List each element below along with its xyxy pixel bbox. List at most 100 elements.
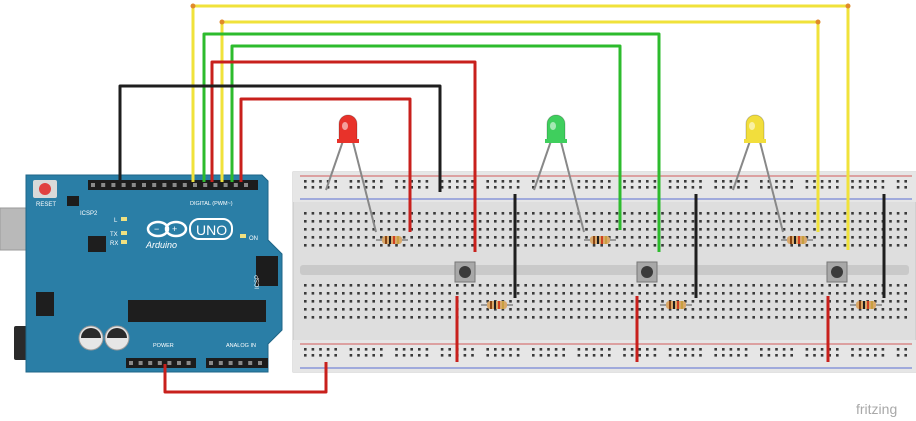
led-red <box>338 114 358 141</box>
rail-hole <box>699 186 702 189</box>
rail-hole <box>554 348 558 351</box>
terminal-hole <box>706 212 710 215</box>
terminal-hole <box>706 284 710 287</box>
rail-hole <box>729 180 733 183</box>
rail-hole <box>448 180 451 183</box>
rail-hole <box>813 348 816 351</box>
terminal-hole <box>418 244 421 247</box>
terminal-hole <box>813 220 816 223</box>
terminal-hole <box>304 300 307 303</box>
terminal-hole <box>623 236 626 239</box>
terminal-hole <box>646 220 649 223</box>
terminal-hole <box>904 212 907 215</box>
terminal-hole <box>326 300 330 303</box>
analog-label: ANALOG IN <box>226 343 256 349</box>
terminal-hole <box>668 236 672 239</box>
terminal-hole <box>585 244 588 247</box>
terminal-hole <box>805 220 809 223</box>
terminal-hole <box>304 292 307 295</box>
rail-hole <box>448 186 451 189</box>
wire-green-led2 <box>202 32 661 252</box>
resistor-band <box>597 236 599 244</box>
terminal-hole <box>395 212 398 215</box>
terminal-hole <box>630 308 634 311</box>
terminal-hole <box>881 308 885 311</box>
terminal-hole <box>433 212 436 215</box>
terminal-hole <box>813 212 816 215</box>
terminal-hole <box>402 300 406 303</box>
terminal-hole <box>387 300 391 303</box>
terminal-hole <box>668 316 672 319</box>
terminal-hole <box>668 212 672 215</box>
terminal-hole <box>866 292 869 295</box>
terminal-hole <box>608 316 611 319</box>
terminal-hole <box>676 308 679 311</box>
terminal-hole <box>509 300 512 303</box>
terminal-hole <box>364 236 368 239</box>
terminal-hole <box>372 244 375 247</box>
terminal-hole <box>646 284 649 287</box>
terminal-hole <box>380 316 383 319</box>
terminal-hole <box>319 220 322 223</box>
terminal-hole <box>782 300 786 303</box>
terminal-hole <box>782 292 786 295</box>
terminal-hole <box>630 236 634 239</box>
terminal-hole <box>364 316 368 319</box>
terminal-hole <box>554 316 558 319</box>
terminal-hole <box>760 236 763 239</box>
terminal-hole <box>532 316 535 319</box>
terminal-hole <box>729 228 733 231</box>
terminal-hole <box>570 308 573 311</box>
terminal-hole <box>509 212 512 215</box>
terminal-hole <box>714 316 717 319</box>
rail-hole <box>440 186 444 189</box>
terminal-hole <box>760 212 763 215</box>
terminal-hole <box>737 292 740 295</box>
terminal-hole <box>349 244 353 247</box>
terminal-hole <box>532 220 535 223</box>
digital-pins <box>91 183 248 187</box>
terminal-hole <box>364 308 368 311</box>
push-button-cap <box>831 266 843 278</box>
icsp-header <box>256 256 278 286</box>
terminal-hole <box>820 228 824 231</box>
rail-hole <box>813 180 816 183</box>
terminal-hole <box>798 228 801 231</box>
terminal-hole <box>516 244 520 247</box>
terminal-hole <box>790 316 793 319</box>
components <box>325 114 882 309</box>
rail-hole <box>516 180 520 183</box>
terminal-hole <box>304 308 307 311</box>
fritzing-watermark: fritzing <box>856 401 897 417</box>
terminal-hole <box>539 220 543 223</box>
terminal-hole <box>357 236 360 239</box>
terminal-hole <box>699 284 702 287</box>
resistor-band <box>798 236 800 244</box>
terminal-hole <box>608 244 611 247</box>
terminal-hole <box>570 316 573 319</box>
reset-button-cap <box>39 183 51 195</box>
terminal-hole <box>326 284 330 287</box>
rail-hole <box>494 354 497 357</box>
terminal-hole <box>684 220 687 223</box>
resistor-band <box>502 301 504 309</box>
terminal-hole <box>790 292 793 295</box>
terminal-hole <box>881 300 885 303</box>
led-leg <box>732 137 752 191</box>
terminal-hole <box>547 228 550 231</box>
terminal-hole <box>334 316 337 319</box>
rail-hole <box>509 348 512 351</box>
rail-hole <box>532 186 535 189</box>
terminal-hole <box>744 236 748 239</box>
terminal-hole <box>623 220 626 223</box>
terminal-hole <box>691 220 695 223</box>
terminal-hole <box>532 300 535 303</box>
terminal-hole <box>684 284 687 287</box>
terminal-hole <box>866 316 869 319</box>
terminal-hole <box>319 308 322 311</box>
terminal-hole <box>387 228 391 231</box>
terminal-hole <box>570 212 573 215</box>
rail-hole <box>638 348 641 351</box>
terminal-hole <box>820 236 824 239</box>
terminal-hole <box>646 212 649 215</box>
